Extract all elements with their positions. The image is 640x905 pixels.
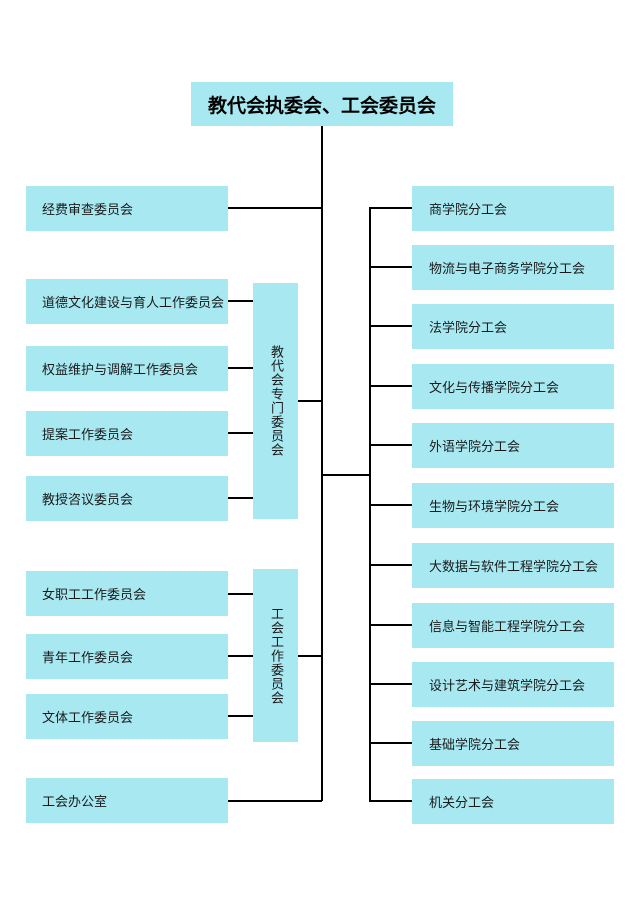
connector-group-congress — [297, 400, 322, 402]
group-congress-committees: 教代会专门委员会 — [253, 283, 298, 519]
right-node-admin-branch: 机关分工会 — [412, 779, 614, 824]
org-chart-title: 教代会执委会、工会委员会 — [191, 82, 453, 126]
connector-group-union — [297, 655, 322, 657]
right-node-bigdata-school: 大数据与软件工程学院分工会 — [412, 543, 614, 588]
connector-left-7 — [228, 593, 253, 595]
right-node-biology-school: 生物与环境学院分工会 — [412, 483, 614, 528]
left-node-proposal-committee: 提案工作委员会 — [26, 411, 228, 456]
connector-left-9 — [228, 715, 253, 717]
connector-right-3 — [369, 325, 412, 327]
connector-right-5 — [369, 444, 412, 446]
connector-left-8 — [228, 655, 253, 657]
left-node-professor-committee: 教授咨议委员会 — [26, 476, 228, 521]
connector-right-11 — [369, 800, 412, 802]
connector-right-6 — [369, 504, 412, 506]
right-node-culture-school: 文化与传播学院分工会 — [412, 364, 614, 409]
right-node-design-school: 设计艺术与建筑学院分工会 — [412, 662, 614, 707]
connector-right-bridge — [321, 474, 370, 476]
left-node-rights-committee: 权益维护与调解工作委员会 — [26, 346, 228, 391]
connector-right-7 — [369, 564, 412, 566]
connector-right-10 — [369, 742, 412, 744]
right-node-info-school: 信息与智能工程学院分工会 — [412, 603, 614, 648]
right-node-business-school: 商学院分工会 — [412, 186, 614, 231]
left-node-audit-committee: 经费审查委员会 — [26, 186, 228, 231]
connector-left-5 — [228, 432, 253, 434]
left-node-ethics-committee: 道德文化建设与育人工作委员会 — [26, 279, 228, 324]
left-node-union-office: 工会办公室 — [26, 778, 228, 823]
left-node-youth-committee: 青年工作委员会 — [26, 634, 228, 679]
trunk-connector — [321, 126, 323, 801]
connector-left-6 — [228, 497, 253, 499]
right-node-logistics-school: 物流与电子商务学院分工会 — [412, 245, 614, 290]
connector-left-3 — [228, 300, 253, 302]
connector-right-1 — [369, 207, 412, 209]
left-node-women-committee: 女职工工作委员会 — [26, 571, 228, 616]
connector-right-4 — [369, 385, 412, 387]
connector-right-2 — [369, 266, 412, 268]
connector-left-4 — [228, 367, 253, 369]
left-node-sports-committee: 文体工作委员会 — [26, 694, 228, 739]
connector-union-office — [228, 800, 322, 802]
connector-audit — [228, 207, 322, 209]
connector-right-8 — [369, 624, 412, 626]
right-node-law-school: 法学院分工会 — [412, 304, 614, 349]
group-union-label: 工会工作委员会 — [268, 606, 283, 705]
group-congress-label: 教代会专门委员会 — [268, 345, 283, 457]
connector-right-9 — [369, 683, 412, 685]
right-node-foreign-language-school: 外语学院分工会 — [412, 423, 614, 468]
group-union-committees: 工会工作委员会 — [253, 569, 298, 742]
right-node-foundation-school: 基础学院分工会 — [412, 721, 614, 766]
